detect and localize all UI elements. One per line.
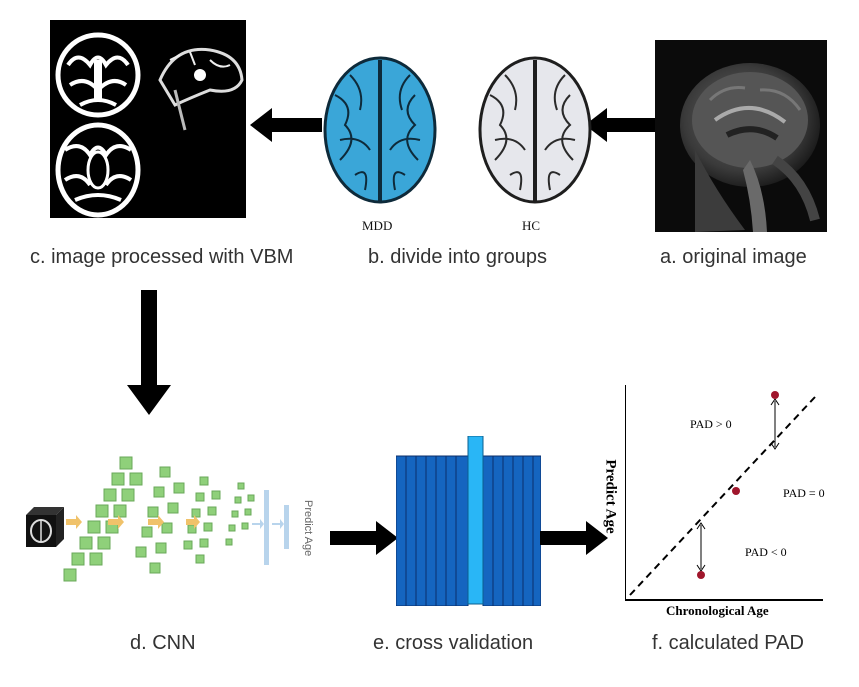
caption-pad: f. calculated PAD xyxy=(652,632,804,654)
pad-zero-point xyxy=(732,487,740,495)
arrow-d-to-e-icon xyxy=(330,521,398,555)
pad-negative-label: PAD < 0 xyxy=(745,545,787,559)
cnn-layer2-icon xyxy=(135,466,185,574)
hc-label: HC xyxy=(522,218,541,233)
pad-scatter-plot xyxy=(625,385,823,601)
hc-brain-icon xyxy=(478,56,592,204)
fc-layer1 xyxy=(264,490,269,565)
original-mri-image xyxy=(655,40,827,232)
pad-y-axis-label: Predict Age xyxy=(602,459,619,534)
cnn-layer1-icon xyxy=(63,456,143,582)
input-brain-cube-icon xyxy=(26,507,64,547)
arrow-e-to-f-icon xyxy=(540,521,608,555)
cnn-architecture: Predict Age xyxy=(26,456,314,582)
arrow-b-to-c-icon xyxy=(250,108,322,142)
pad-negative-point xyxy=(697,571,705,579)
caption-vbm: c. image processed with VBM xyxy=(30,246,294,268)
cnn-layer4-icon xyxy=(225,482,255,546)
identity-line xyxy=(629,396,816,596)
cnn-layer3-icon xyxy=(183,476,221,564)
caption-original-image: a. original image xyxy=(660,246,807,268)
caption-divide-groups: b. divide into groups xyxy=(368,246,548,268)
caption-cross-validation: e. cross validation xyxy=(373,632,534,654)
coronal-slice-icon xyxy=(55,32,141,118)
caption-cnn: d. CNN xyxy=(130,632,196,654)
mri-sagittal-icon xyxy=(680,63,820,232)
pad-positive-point xyxy=(771,391,779,399)
pad-x-axis-label: Chronological Age xyxy=(666,603,769,618)
cross-validation-folds xyxy=(396,436,541,606)
mdd-label: MDD xyxy=(362,218,393,233)
pad-zero-label: PAD = 0 xyxy=(783,486,825,500)
validation-fold-highlight xyxy=(467,436,484,605)
arrow-c-to-d-icon xyxy=(127,290,171,415)
arrow-a-to-b-icon xyxy=(585,108,655,142)
sagittal-slice-icon xyxy=(158,47,244,131)
predict-age-output-label: Predict Age xyxy=(302,500,314,556)
axial-slice-icon xyxy=(55,122,141,218)
fc-layer2 xyxy=(284,505,289,549)
mdd-brain-icon xyxy=(323,56,437,204)
vbm-processed-image xyxy=(50,20,246,218)
vbm-slices-icon xyxy=(55,32,244,218)
cnn-flow-arrows xyxy=(66,515,200,529)
pad-positive-label: PAD > 0 xyxy=(690,417,732,431)
